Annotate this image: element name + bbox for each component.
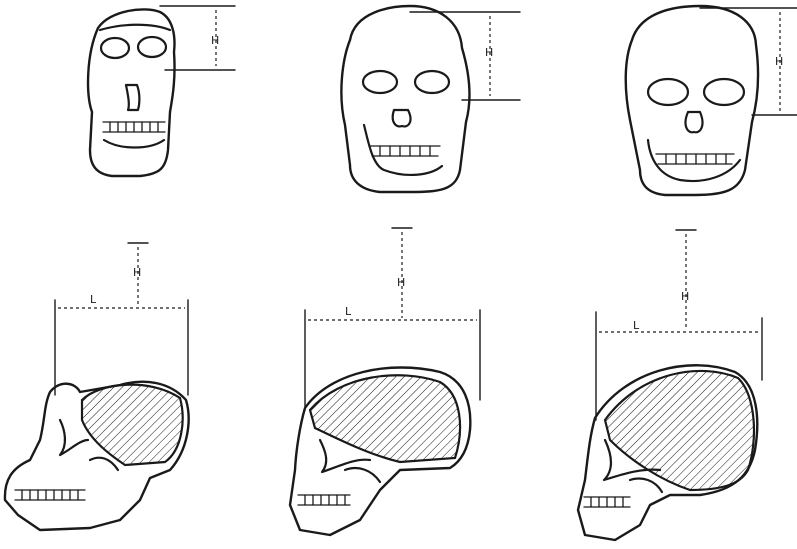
height-dimension-side-1: H (128, 243, 148, 305)
height-label: H (681, 290, 689, 303)
lateral-skull-ape-icon (5, 382, 189, 530)
height-label: H (485, 46, 493, 59)
height-dimension-side-2: H (392, 228, 412, 318)
height-label: H (211, 34, 219, 47)
height-label: H (775, 55, 783, 68)
height-dimension-side-3: H (676, 230, 696, 330)
height-label: H (397, 276, 405, 289)
length-label: L (345, 305, 352, 318)
length-label: L (633, 319, 640, 332)
length-dimension-side-1: L (55, 293, 188, 395)
frontal-skull-ape-icon (88, 9, 174, 176)
length-label: L (90, 293, 97, 306)
frontal-skull-erectus-icon (341, 6, 469, 192)
height-label: H (133, 266, 141, 279)
lateral-skull-sapiens-icon (578, 365, 757, 540)
frontal-skull-sapiens-icon (626, 6, 758, 195)
lateral-skull-erectus-icon (290, 368, 470, 536)
